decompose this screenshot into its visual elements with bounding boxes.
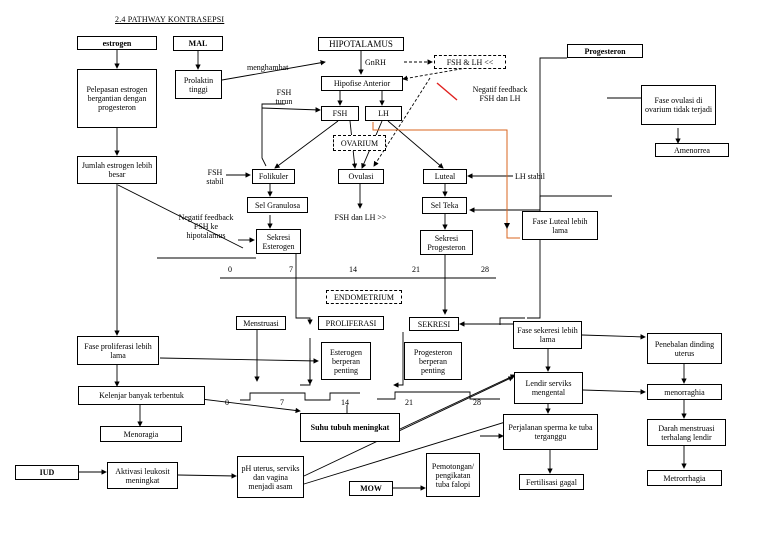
amenorrea-box: Amenorrea: [655, 143, 729, 157]
sekresi-box: SEKRESI: [409, 317, 459, 331]
timeline2-tick: 21: [405, 398, 413, 407]
metrorrhagia-box: Metrorrhagia: [647, 470, 722, 486]
menorraghia-box: menorraghia: [647, 384, 722, 400]
jumlah-estrogen-box: Jumlah estrogen lebih besar: [77, 156, 157, 184]
sel-granulosa-box: Sel Granulosa: [247, 197, 308, 213]
ovarium-box: OVARIUM: [333, 135, 386, 151]
label-negatif-fsh-lh: Negatif feedback FSH dan LH: [472, 85, 528, 103]
endometrium-box: ENDOMETRIUM: [326, 290, 402, 304]
mal-box: MAL: [173, 36, 223, 51]
penebalan-box: Penebalan dinding uterus: [647, 333, 722, 364]
proliferasi-box: PROLIFERASI: [318, 316, 384, 330]
hipotalamus-box: HIPOTALAMUS: [318, 37, 404, 51]
prolaktin-box: Prolaktin tinggi: [175, 70, 222, 99]
timeline1-tick: 7: [289, 265, 293, 274]
fsh-lh-low-box: FSH & LH <<: [434, 55, 506, 69]
page-title: 2.4 PATHWAY KONTRASEPSI: [115, 15, 225, 24]
progesteron-box: Progesteron: [567, 44, 643, 58]
lendir-box: Lendir serviks mengental: [514, 372, 583, 404]
ovulasi-box: Ovulasi: [338, 169, 384, 184]
fase-ovulasi-box: Fase ovulasi di ovarium tidak terjadi: [641, 85, 716, 125]
timeline2-tick: 14: [341, 398, 349, 407]
timeline2-tick: 0: [225, 398, 229, 407]
ph-box: pH uterus, serviks dan vagina menjadi as…: [237, 456, 304, 498]
fertilisasi-box: Fertilisasi gagal: [519, 474, 584, 490]
timeline1-tick: 14: [349, 265, 357, 274]
suhu-box: Suhu tubuh meningkat: [300, 413, 400, 442]
hipofise-box: Hipofise Anterior: [321, 76, 403, 91]
estrogen-box: estrogen: [77, 36, 157, 50]
fase-proliferasi-box: Fase proliferasi lebih lama: [77, 336, 159, 365]
pemotongan-box: Pemotongan/ pengikatan tuba falopi: [426, 453, 480, 497]
aktivasi-box: Aktivasi leukosit meningkat: [107, 462, 178, 489]
luteal-box: Luteal: [423, 169, 467, 184]
fsh-box: FSH: [321, 106, 359, 121]
label-gnrh: GnRH: [365, 58, 386, 67]
sel-teka-box: Sel Teka: [422, 197, 467, 214]
iud-box: IUD: [15, 465, 79, 480]
pelepasan-box: Pelepasan estrogen bergantian dengan pro…: [77, 69, 157, 128]
label-fsh-stabil: FSH stabil: [206, 168, 224, 186]
label-negatif-hipo: Negatif feedback FSH ke hipotalamus: [178, 213, 234, 240]
timeline1-tick: 0: [228, 265, 232, 274]
kelenjar-box: Kelenjar banyak terbentuk: [78, 386, 205, 405]
menstruasi-box: Menstruasi: [236, 316, 286, 330]
lh-box: LH: [365, 106, 402, 121]
perjalanan-box: Perjalanan sperma ke tuba terganggu: [503, 414, 598, 450]
folikuler-box: Folikuler: [252, 169, 295, 184]
esterogen-penting-box: Esterogen berperan penting: [321, 342, 371, 380]
menoragia-box: Menoragia: [100, 426, 182, 442]
fase-luteal-box: Fase Luteal lebih lama: [522, 211, 598, 240]
mow-box: MOW: [349, 481, 393, 496]
sekresi-estrogen-box: Sekresi Esterogen: [256, 229, 301, 254]
label-menghambat: menghambat: [247, 63, 289, 72]
timeline2-tick: 7: [280, 398, 284, 407]
timeline1-tick: 28: [481, 265, 489, 274]
fsh-lh-high-box: FSH dan LH >>: [327, 209, 394, 226]
sekresi-progesteron-box: Sekresi Progesteron: [420, 230, 473, 255]
timeline2-tick: 28: [473, 398, 481, 407]
darah-box: Darah menstruasi terhalang lendir: [647, 419, 726, 446]
label-fsh-turun: FSH turun: [275, 88, 293, 106]
progesteron-penting-box: Progesteron berperan penting: [404, 342, 462, 380]
label-lh-stabil: LH stabil: [515, 172, 545, 181]
timeline1-tick: 21: [412, 265, 420, 274]
fase-sekresi-box: Fase sekeresi lebih lama: [513, 321, 582, 349]
